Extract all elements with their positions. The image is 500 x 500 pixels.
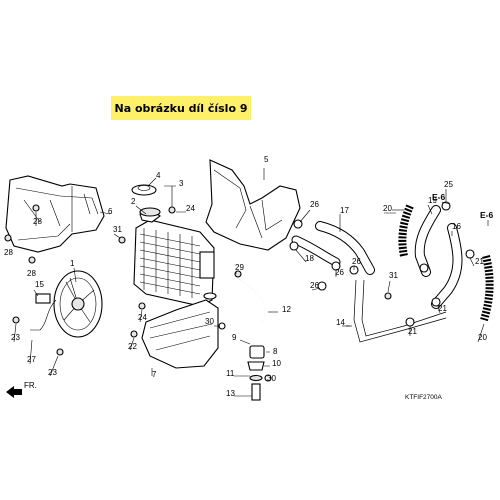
callout-c17[interactable]: 17 [340,206,349,215]
callout-c21[interactable]: 21 [408,327,417,336]
callout-c29[interactable]: 29 [235,263,244,272]
banner-text: Na obrázku díl číslo 9 [114,101,248,115]
callout-c1[interactable]: 1 [70,259,75,268]
callout-c23[interactable]: 23 [11,333,20,342]
callout-c21c[interactable]: 21 [475,257,484,266]
callout-c31[interactable]: 31 [113,225,122,234]
radiator-cap-part-4[interactable] [131,177,157,196]
hose-part-18[interactable] [291,235,341,267]
hose-part-16[interactable] [431,223,463,309]
callout-c20b[interactable]: 20 [478,333,487,342]
cooling-fan-part-1[interactable] [30,270,103,338]
callout-c18[interactable]: 18 [305,254,314,263]
cap-seal-part-3[interactable] [139,185,176,217]
callout-c20[interactable]: 20 [383,204,392,213]
callout-c28c[interactable]: 28 [27,269,36,278]
upper-hose-part-17[interactable] [315,214,375,275]
callout-c26b[interactable]: 26 [335,268,344,277]
callout-c24[interactable]: 24 [186,204,195,213]
callout-c14[interactable]: 14 [336,318,345,327]
reference-arrows [441,201,489,226]
callout-c15[interactable]: 15 [35,280,44,289]
callout-c16[interactable]: 16 [452,222,461,231]
callout-c30[interactable]: 30 [205,317,214,326]
callout-c31b[interactable]: 31 [389,271,398,280]
hose-part-19[interactable] [414,205,441,277]
front-direction-marker: FR. [6,381,37,398]
callout-labels: 1234567891011121314151617181920202121212… [4,155,487,398]
callout-c28[interactable]: 28 [33,217,42,226]
fan-shroud-part-6[interactable] [5,175,105,253]
callout-c23b[interactable]: 23 [48,368,57,377]
bolts[interactable] [4,204,392,356]
callout-c11[interactable]: 11 [226,369,235,378]
radiator-part-2[interactable] [133,209,215,307]
callout-c21b[interactable]: 21 [438,304,447,313]
diagram-code: KTFIF2700A [405,394,443,401]
callout-c19[interactable]: 19 [428,196,437,205]
callout-c4[interactable]: 4 [156,171,161,180]
callout-c22[interactable]: 22 [128,342,137,351]
callout-c12[interactable]: 12 [282,305,291,314]
callout-c24b[interactable]: 24 [138,313,147,322]
callout-c8[interactable]: 8 [273,347,278,356]
callout-c3[interactable]: 3 [179,179,184,188]
callout-c26[interactable]: 26 [310,200,319,209]
callout-c27[interactable]: 27 [27,355,36,364]
callout-c7[interactable]: 7 [152,370,157,379]
pipes-part-14[interactable] [342,279,447,343]
reserve-tank-part-7[interactable] [141,292,219,376]
reference-e6-top[interactable]: E-6 [432,192,446,202]
corrugated-hose-part-20-right[interactable] [480,255,494,322]
radiator-air-guide-part-5[interactable] [205,159,301,251]
callout-c30b[interactable]: 30 [267,374,276,383]
leader-lines [13,189,485,377]
callout-c25[interactable]: 25 [444,180,453,189]
callout-c26c[interactable]: 26 [310,281,319,290]
front-marker-label: FR. [24,381,37,390]
callout-c28b[interactable]: 28 [4,248,13,257]
drain-assembly[interactable] [218,322,272,401]
callout-c9[interactable]: 9 [232,333,237,342]
callout-c5[interactable]: 5 [264,155,269,164]
callout-c26d[interactable]: 26 [352,257,361,266]
part-highlight-banner: Na obrázku díl číslo 9 [111,96,251,120]
callout-c6[interactable]: 6 [108,207,113,216]
siphon-hose-part-12[interactable] [227,271,278,323]
reference-e6-right[interactable]: E-6 [480,210,494,220]
callout-c2[interactable]: 2 [131,197,136,206]
callout-c13[interactable]: 13 [226,389,235,398]
callout-c10[interactable]: 10 [272,359,281,368]
corrugated-hose-part-20-left[interactable] [392,204,414,257]
hose-clamps[interactable] [289,201,475,327]
